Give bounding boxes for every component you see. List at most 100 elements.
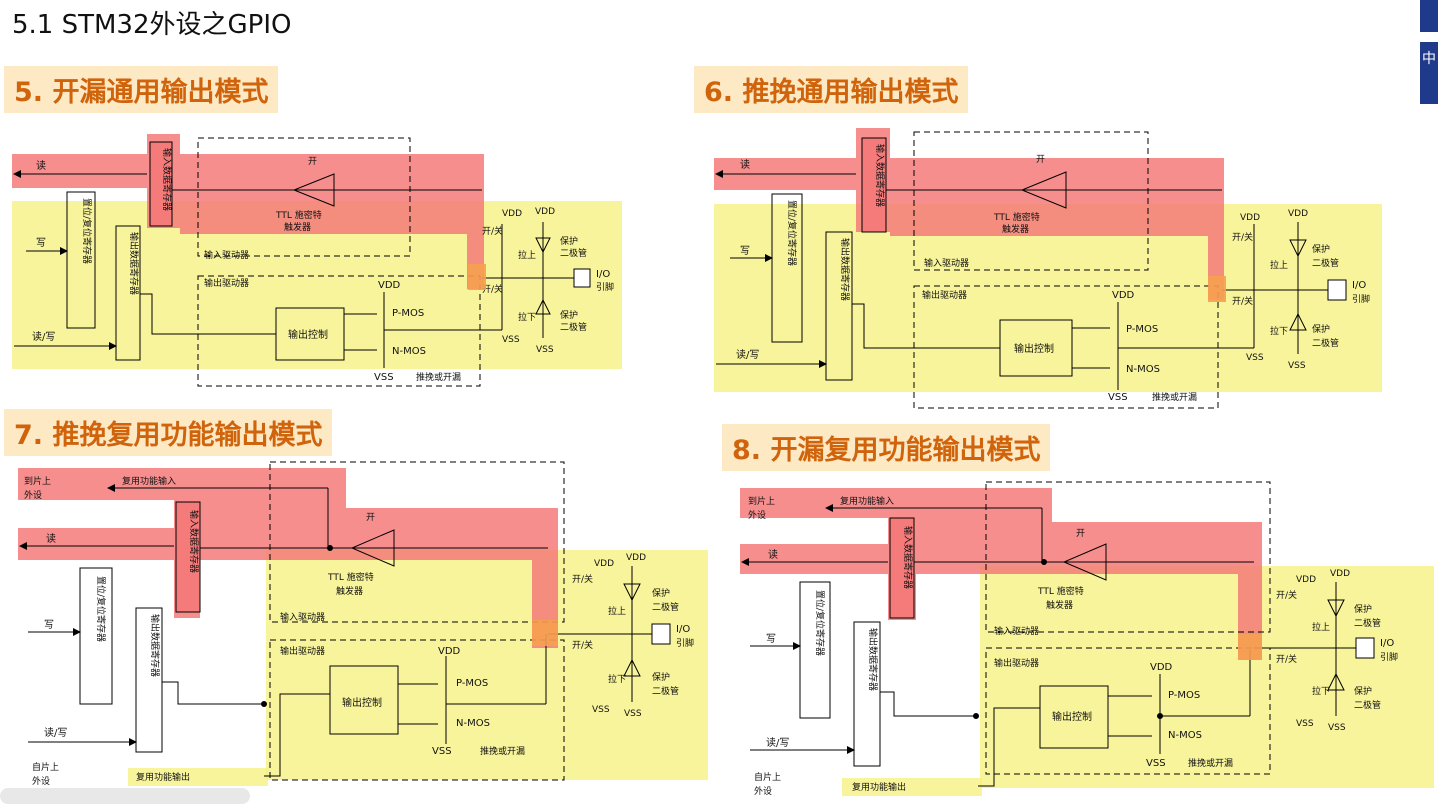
red-input-path: [740, 488, 1262, 660]
set-reset-register: [79, 567, 113, 705]
diode-bottom-icon: [1327, 672, 1345, 691]
diode-top-icon: [1327, 599, 1345, 618]
protect-top-label: 保护: [1312, 243, 1330, 255]
output-reg-label: 输出数据寄存器: [128, 232, 140, 295]
input-reg-label: 输入数据寄存器: [161, 148, 173, 211]
yellow-output-region: [266, 550, 708, 780]
input-driver-box: [985, 481, 1271, 633]
red-input-path: [714, 128, 1224, 300]
input-data-register: [861, 137, 887, 233]
set-reset-label: 置位/复位寄存器: [81, 198, 93, 264]
protect-bottom-label: 保护: [652, 671, 670, 683]
output-data-register: [825, 231, 853, 381]
vdd-diode-label: VDD: [1288, 209, 1308, 219]
input-driver-label: 输入驱动器: [280, 611, 325, 623]
diode-top-icon: [535, 237, 551, 254]
onoff-bottom-label: 开/关: [1232, 295, 1253, 307]
input-data-register: [889, 517, 915, 619]
write-label: 写: [766, 633, 776, 645]
diode-bottom-icon: [535, 298, 551, 315]
vdd-diode-label: VDD: [626, 553, 646, 563]
onoff-top-label: 开/关: [482, 225, 503, 237]
read-write-label: 读/写: [44, 726, 67, 739]
schmitt-trigger: [292, 173, 335, 207]
ttl-label: TTL 施密特: [1037, 585, 1084, 597]
schmitt-trigger: [1062, 543, 1107, 581]
pull-up-label: 拉上: [518, 249, 536, 261]
vss-diode-label: VSS: [536, 345, 554, 355]
io-pin-box: [573, 268, 591, 288]
trigger-label: 触发器: [336, 585, 363, 597]
io-label: I/O: [596, 269, 610, 280]
schmitt-trigger: [350, 529, 395, 567]
ttl-label: TTL 施密特: [993, 211, 1040, 223]
bottom-scroll-bar[interactable]: [0, 788, 250, 804]
side-tab-label: 中: [1422, 51, 1436, 67]
onoff-top-label: 开/关: [1232, 231, 1253, 243]
diode-bottom-label: 二极管: [652, 685, 679, 697]
vss-label: VSS: [1108, 392, 1128, 403]
onoff-bottom-label: 开/关: [482, 283, 503, 295]
to-chip-periph-label: 外设: [748, 509, 766, 521]
pin-label: 引脚: [1380, 652, 1398, 663]
schmitt-trigger: [1020, 171, 1067, 209]
pull-up-label: 拉上: [1270, 259, 1288, 271]
vdd-label: VDD: [1112, 290, 1135, 301]
red-input-path: [18, 468, 558, 648]
pmos-label: P-MOS: [456, 678, 488, 689]
yellow-output-region: [980, 566, 1434, 788]
diagram-7: 到片上 外设 复用功能输入 读 输入数据寄存器 开 TTL 施密特 触发器 输入…: [18, 461, 708, 787]
output-reg-label: 输出数据寄存器: [839, 238, 851, 301]
io-label: I/O: [1352, 280, 1366, 291]
input-data-register: [175, 501, 201, 613]
push-pull-label: 推挽或开漏: [480, 745, 525, 757]
pull-down-label: 拉下: [1312, 685, 1330, 697]
diode-top-icon: [623, 583, 641, 602]
onoff-bottom-label: 开/关: [572, 639, 593, 651]
pull-down-label: 拉下: [518, 311, 536, 323]
vdd-right-label: VDD: [1296, 575, 1316, 585]
set-reset-register: [66, 191, 96, 329]
vss-diode-label: VSS: [1288, 361, 1306, 371]
output-driver-label: 输出驱动器: [280, 645, 325, 657]
diode-bottom-label: 二极管: [1312, 337, 1339, 349]
vss-right-label: VSS: [592, 705, 610, 715]
vss-diode-label: VSS: [624, 709, 642, 719]
vss-label: VSS: [1146, 758, 1166, 769]
diagram-title-5: 5. 开漏通用输出模式: [4, 66, 279, 113]
nmos-label: N-MOS: [456, 718, 490, 729]
input-driver-label: 输入驱动器: [204, 249, 249, 261]
pmos-label: P-MOS: [1168, 690, 1200, 701]
side-tab[interactable]: 中: [1420, 42, 1438, 104]
trigger-label: 触发器: [284, 221, 311, 233]
side-tab-top[interactable]: [1420, 0, 1438, 32]
read-write-label: 读/写: [766, 736, 789, 749]
output-reg-label: 输出数据寄存器: [149, 614, 161, 677]
from-chip-periph-label: 外设: [32, 775, 50, 787]
pmos-label: P-MOS: [1126, 324, 1158, 335]
vss-right-label: VSS: [1296, 719, 1314, 729]
alt-out-label: 复用功能输出: [852, 781, 906, 793]
trigger-label: 触发器: [1002, 223, 1029, 235]
protect-bottom-label: 保护: [1312, 323, 1330, 335]
input-driver-box: [269, 461, 565, 623]
vss-right-label: VSS: [1246, 353, 1264, 363]
input-reg-label: 输入数据寄存器: [874, 144, 886, 207]
vss-diode-label: VSS: [1328, 723, 1346, 733]
pin-label: 引脚: [676, 638, 694, 649]
vss-label: VSS: [374, 372, 394, 383]
input-driver-box: [913, 131, 1149, 271]
alt-in-label: 复用功能输入: [122, 475, 176, 487]
diode-bottom-label: 二极管: [560, 321, 587, 333]
vdd-right-label: VDD: [594, 559, 614, 569]
diode-top-label: 二极管: [652, 601, 679, 613]
output-driver-box: [269, 639, 565, 781]
output-ctrl-label: 输出控制: [1014, 342, 1054, 355]
read-label: 读: [740, 158, 750, 171]
write-label: 写: [36, 237, 46, 249]
nmos-label: N-MOS: [1168, 730, 1202, 741]
ttl-label: TTL 施密特: [275, 209, 322, 221]
diagram-8: 到片上 外设 复用功能输入 读 输入数据寄存器 开 TTL 施密特 触发器 输入…: [740, 481, 1434, 797]
read-write-label: 读/写: [736, 348, 759, 361]
diagram-5: 读 输入数据寄存器 开 TTL 施密特 触发器 输入驱动器 输出驱动器 置位/复…: [12, 134, 622, 387]
